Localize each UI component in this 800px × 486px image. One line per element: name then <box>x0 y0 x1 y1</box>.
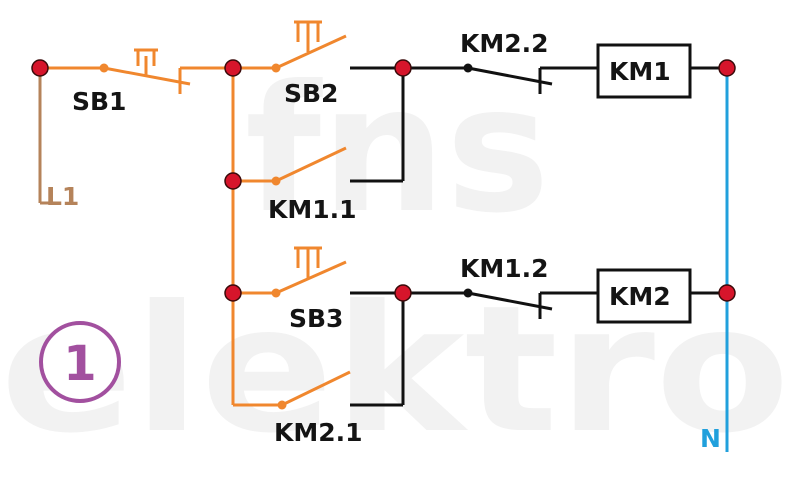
control-wiring <box>40 20 351 407</box>
watermark-line1: fns <box>245 49 550 252</box>
label-km1-2: KM1.2 <box>460 254 549 283</box>
badge-number: 1 <box>63 336 96 392</box>
label-km2-coil: KM2 <box>609 282 671 311</box>
coil-km2-box <box>596 268 692 324</box>
label-n: N <box>700 424 721 453</box>
badge-circle <box>39 321 121 403</box>
junction-nodes <box>31 59 736 302</box>
phase-wire-l1 <box>38 68 52 205</box>
label-km2-1: KM2.1 <box>274 418 363 447</box>
label-sb3: SB3 <box>289 304 343 333</box>
label-l1: L1 <box>46 182 79 211</box>
contact-pivots <box>99 63 473 410</box>
label-sb2: SB2 <box>284 79 338 108</box>
label-km1-1: KM1.1 <box>268 195 357 224</box>
label-km2-2: KM2.2 <box>460 29 549 58</box>
label-km1-coil: KM1 <box>609 57 671 86</box>
label-sb1: SB1 <box>72 87 126 116</box>
coil-km1-box <box>596 43 692 99</box>
